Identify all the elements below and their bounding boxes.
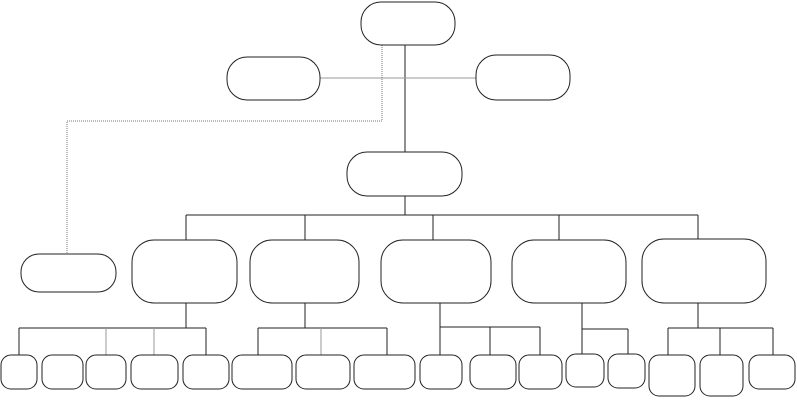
node-d5-u1[interactable]: [648, 354, 696, 397]
node-d1-u3[interactable]: [85, 354, 127, 390]
node-assistant-left[interactable]: [226, 56, 321, 101]
node-d2-u3[interactable]: [353, 354, 416, 390]
node-dept-4[interactable]: [511, 239, 627, 304]
node-assistant-right[interactable]: [475, 54, 571, 101]
node-dept-1[interactable]: [131, 239, 238, 304]
node-dept-3[interactable]: [380, 239, 492, 304]
node-d3-u2[interactable]: [469, 354, 517, 390]
node-d2-u2[interactable]: [295, 354, 351, 390]
node-d1-u1[interactable]: [0, 354, 38, 390]
node-dept-2[interactable]: [249, 239, 360, 304]
node-d1-u4[interactable]: [130, 354, 179, 390]
nodes: [0, 1, 796, 397]
node-d4-u1[interactable]: [565, 353, 605, 388]
node-d2-u1[interactable]: [231, 354, 293, 390]
node-d5-u3[interactable]: [748, 354, 796, 390]
node-d1-u2[interactable]: [41, 354, 84, 390]
connector-advisor-dotted: [66, 45, 383, 254]
connectors: [18, 45, 774, 355]
node-advisor[interactable]: [20, 253, 117, 293]
node-d5-u2[interactable]: [699, 354, 744, 397]
node-d4-u2[interactable]: [607, 353, 646, 389]
node-top[interactable]: [360, 1, 456, 46]
node-dept-5[interactable]: [641, 238, 767, 304]
node-d1-u5[interactable]: [182, 354, 230, 390]
node-d3-u1[interactable]: [419, 354, 463, 390]
node-d3-u3[interactable]: [518, 354, 563, 390]
node-director[interactable]: [346, 151, 463, 197]
